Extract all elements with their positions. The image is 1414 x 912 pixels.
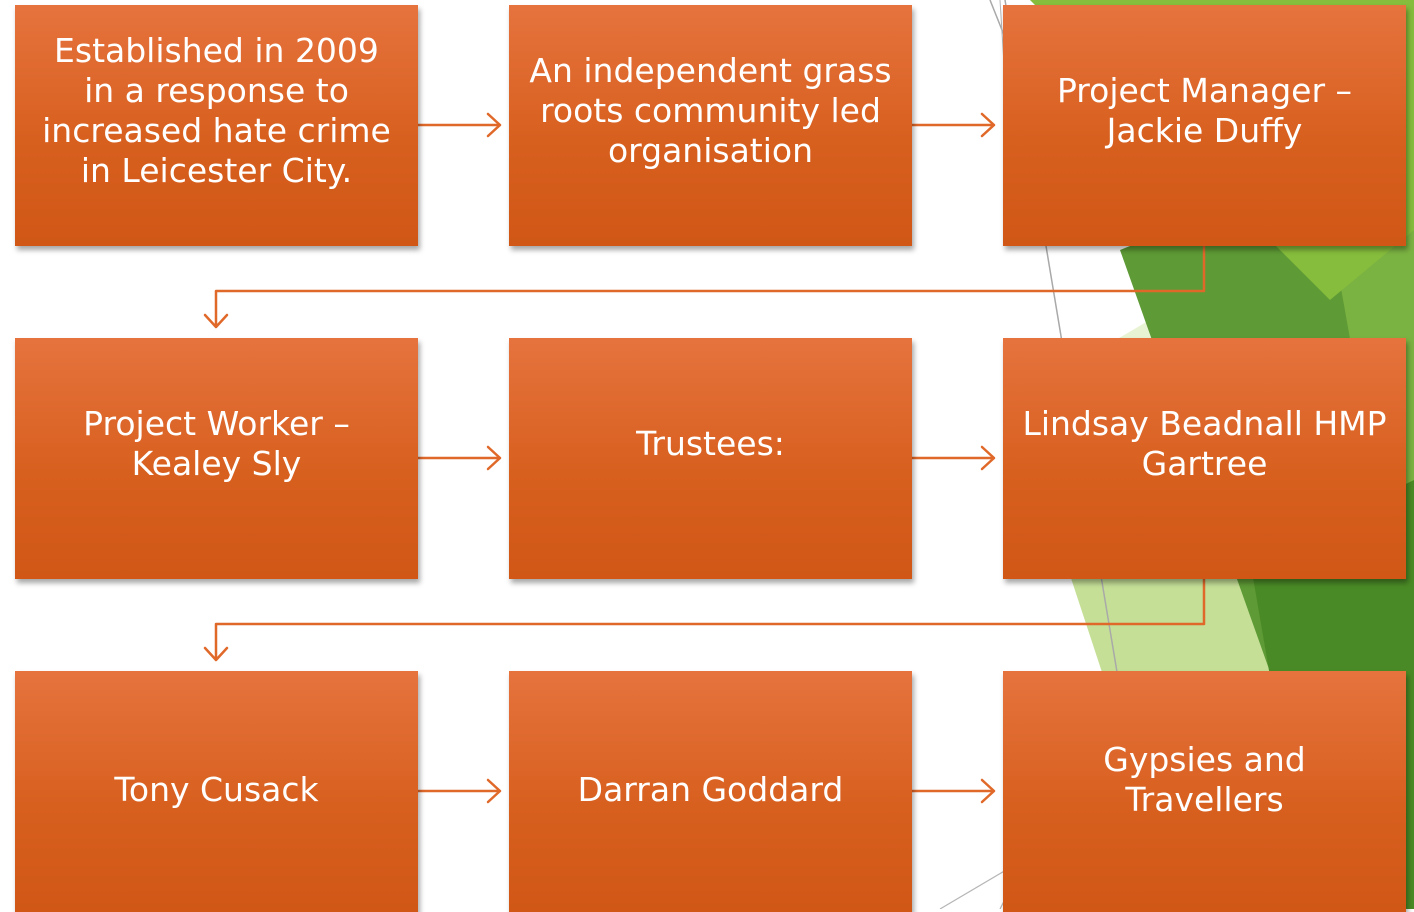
arrow-connector-b5-b6 (910, 445, 996, 471)
arrow-connector-b8-b9 (910, 778, 996, 804)
arrow-connector-b6-b7 (203, 577, 1206, 662)
process-box-label: Lindsay Beadnall HMP Gartree (1022, 403, 1387, 483)
process-box-tony-cusack: Tony Cusack (15, 671, 418, 912)
process-box-organisation: An independent grass roots community led… (509, 5, 912, 246)
process-box-lindsay-beadnall: Lindsay Beadnall HMP Gartree (1003, 338, 1406, 579)
process-box-gypsies-travellers: Gypsies and Travellers (1003, 671, 1406, 912)
process-box-label: Established in 2009 in a response to inc… (42, 30, 391, 190)
process-box-label: Project Worker – Kealey Sly (83, 403, 350, 483)
process-box-label: An independent grass roots community led… (529, 50, 892, 170)
process-box-established: Established in 2009 in a response to inc… (15, 5, 418, 246)
arrow-connector-b7-b8 (416, 778, 502, 804)
process-box-trustees: Trustees: (509, 338, 912, 579)
arrow-connector-b3-b4 (203, 244, 1206, 329)
process-box-project-manager: Project Manager – Jackie Duffy (1003, 5, 1406, 246)
process-box-project-worker: Project Worker – Kealey Sly (15, 338, 418, 579)
arrow-connector-b4-b5 (416, 445, 502, 471)
process-box-darran-goddard: Darran Goddard (509, 671, 912, 912)
process-box-label: Project Manager – Jackie Duffy (1056, 70, 1353, 150)
process-box-label: Tony Cusack (114, 769, 319, 809)
process-box-label: Darran Goddard (577, 769, 844, 809)
process-box-label: Trustees: (636, 423, 785, 463)
arrow-connector-b1-b2 (416, 112, 502, 138)
arrow-connector-b2-b3 (910, 112, 996, 138)
process-box-label: Gypsies and Travellers (1103, 739, 1306, 819)
